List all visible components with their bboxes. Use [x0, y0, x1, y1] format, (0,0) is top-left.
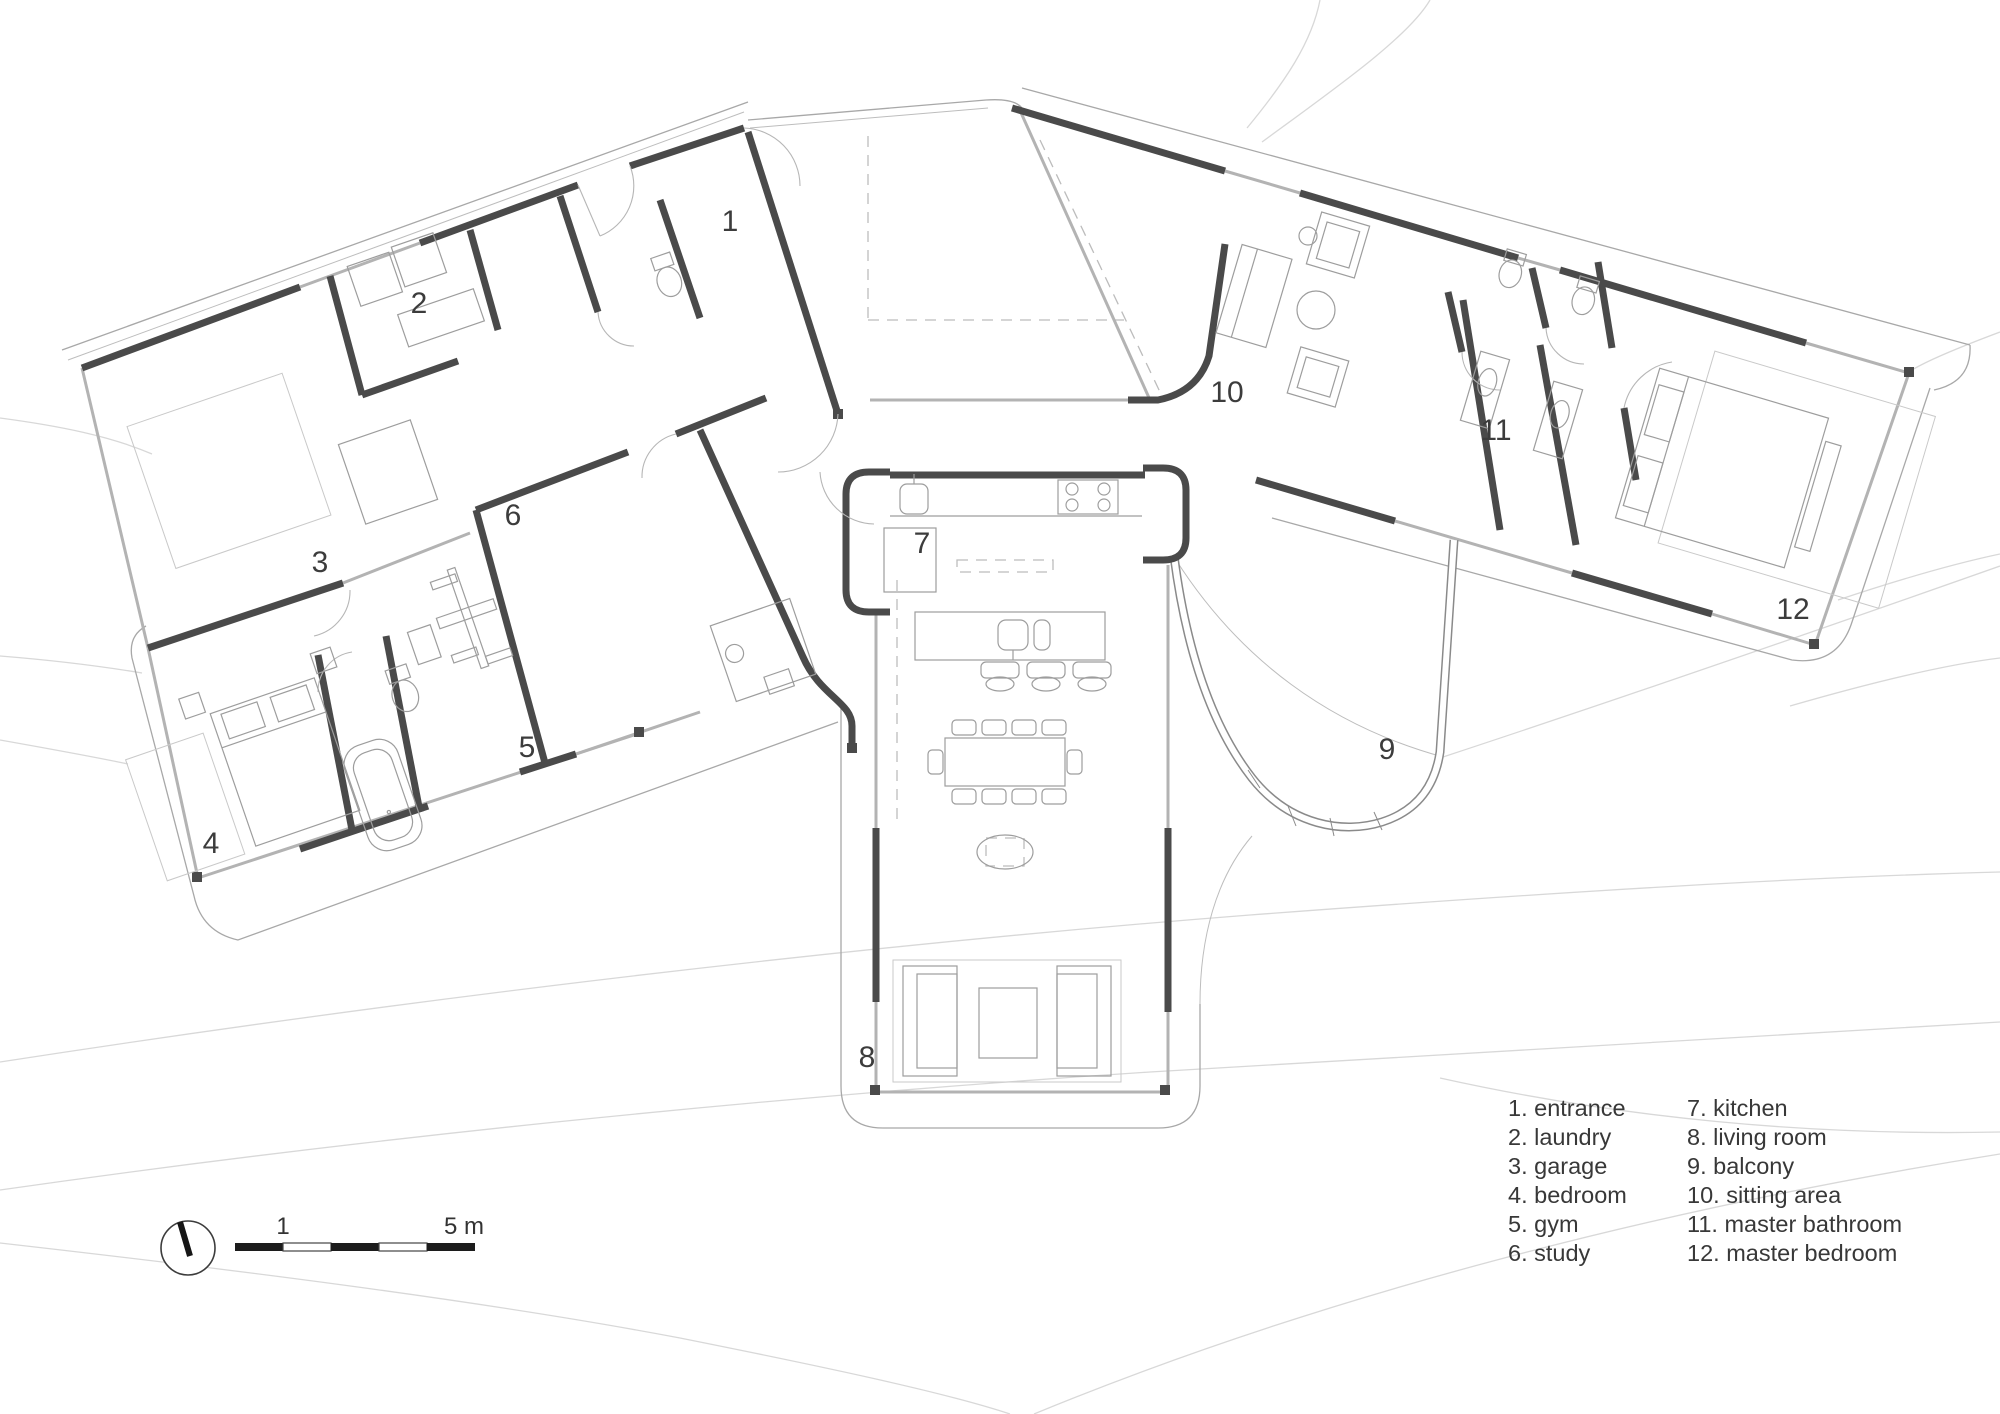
dashed-roof-edges [867, 136, 1161, 867]
living-room-furniture [892, 959, 1122, 1083]
legend: 1. entrance 2. laundry 3. garage 4. bedr… [1508, 1095, 1902, 1266]
kitchen-sink [899, 474, 929, 515]
legend-entry: 1. entrance [1508, 1095, 1626, 1121]
kitchen-cabinet [883, 527, 937, 593]
room-label-bedroom: 4 [203, 827, 220, 860]
island-stools [980, 661, 1112, 692]
gym-equipment [406, 566, 514, 670]
room-label-garage: 3 [312, 546, 329, 579]
legend-entry: 9. balcony [1687, 1153, 1794, 1179]
bathtub [343, 738, 423, 852]
legend-entry: 8. living room [1687, 1124, 1827, 1150]
sitting-area-furniture [1215, 211, 1371, 408]
room-label-sitting-area: 10 [1210, 376, 1243, 409]
scale-bar: 1 5 m [235, 1213, 484, 1252]
legend-entry: 12. master bedroom [1687, 1240, 1897, 1266]
wc-toilet [649, 251, 683, 298]
dining-table [927, 719, 1083, 805]
room-label-study: 6 [505, 499, 522, 532]
door-swing-arcs [313, 127, 1673, 693]
scale-tick-1: 1 [276, 1213, 289, 1240]
legend-entry: 3. garage [1508, 1153, 1607, 1179]
legend-entry: 6. study [1508, 1240, 1591, 1266]
master-bathroom-fixtures [1459, 248, 1601, 460]
north-arrow-icon [160, 1220, 216, 1276]
desk [709, 597, 817, 703]
master-bed [1614, 350, 1937, 609]
room-label-living-room: 8 [859, 1041, 876, 1074]
room-label-master-bedroom: 12 [1776, 593, 1809, 626]
room-number-labels: 1 2 3 4 5 6 7 8 9 10 11 12 [203, 205, 1810, 1074]
scale-tick-5m: 5 m [444, 1213, 484, 1240]
laundry-appliances [346, 232, 486, 348]
toilet [384, 663, 420, 713]
room-label-laundry: 2 [411, 287, 428, 320]
bed [124, 646, 361, 882]
balcony-railing [1169, 539, 1459, 837]
legend-entry: 4. bedroom [1508, 1182, 1627, 1208]
rug-oval [976, 834, 1034, 870]
room-label-master-bathroom: 11 [1480, 414, 1511, 447]
room-label-balcony: 9 [1379, 733, 1396, 766]
room-label-gym: 5 [519, 731, 536, 764]
legend-entry: 5. gym [1508, 1211, 1579, 1237]
stove [1057, 479, 1119, 515]
legend-entry: 11. master bathroom [1687, 1211, 1902, 1237]
room-label-entrance: 1 [722, 205, 739, 238]
closet [337, 419, 439, 525]
legend-entry: 7. kitchen [1687, 1095, 1788, 1121]
walls [80, 104, 1914, 1095]
room-label-kitchen: 7 [914, 527, 931, 560]
legend-entry: 10. sitting area [1687, 1182, 1842, 1208]
kitchen-island [914, 611, 1106, 661]
furniture [124, 211, 1937, 1083]
garage-parking-pad [126, 372, 332, 570]
site-and-roof-lines [61, 87, 1971, 1129]
legend-entry: 2. laundry [1508, 1124, 1611, 1150]
